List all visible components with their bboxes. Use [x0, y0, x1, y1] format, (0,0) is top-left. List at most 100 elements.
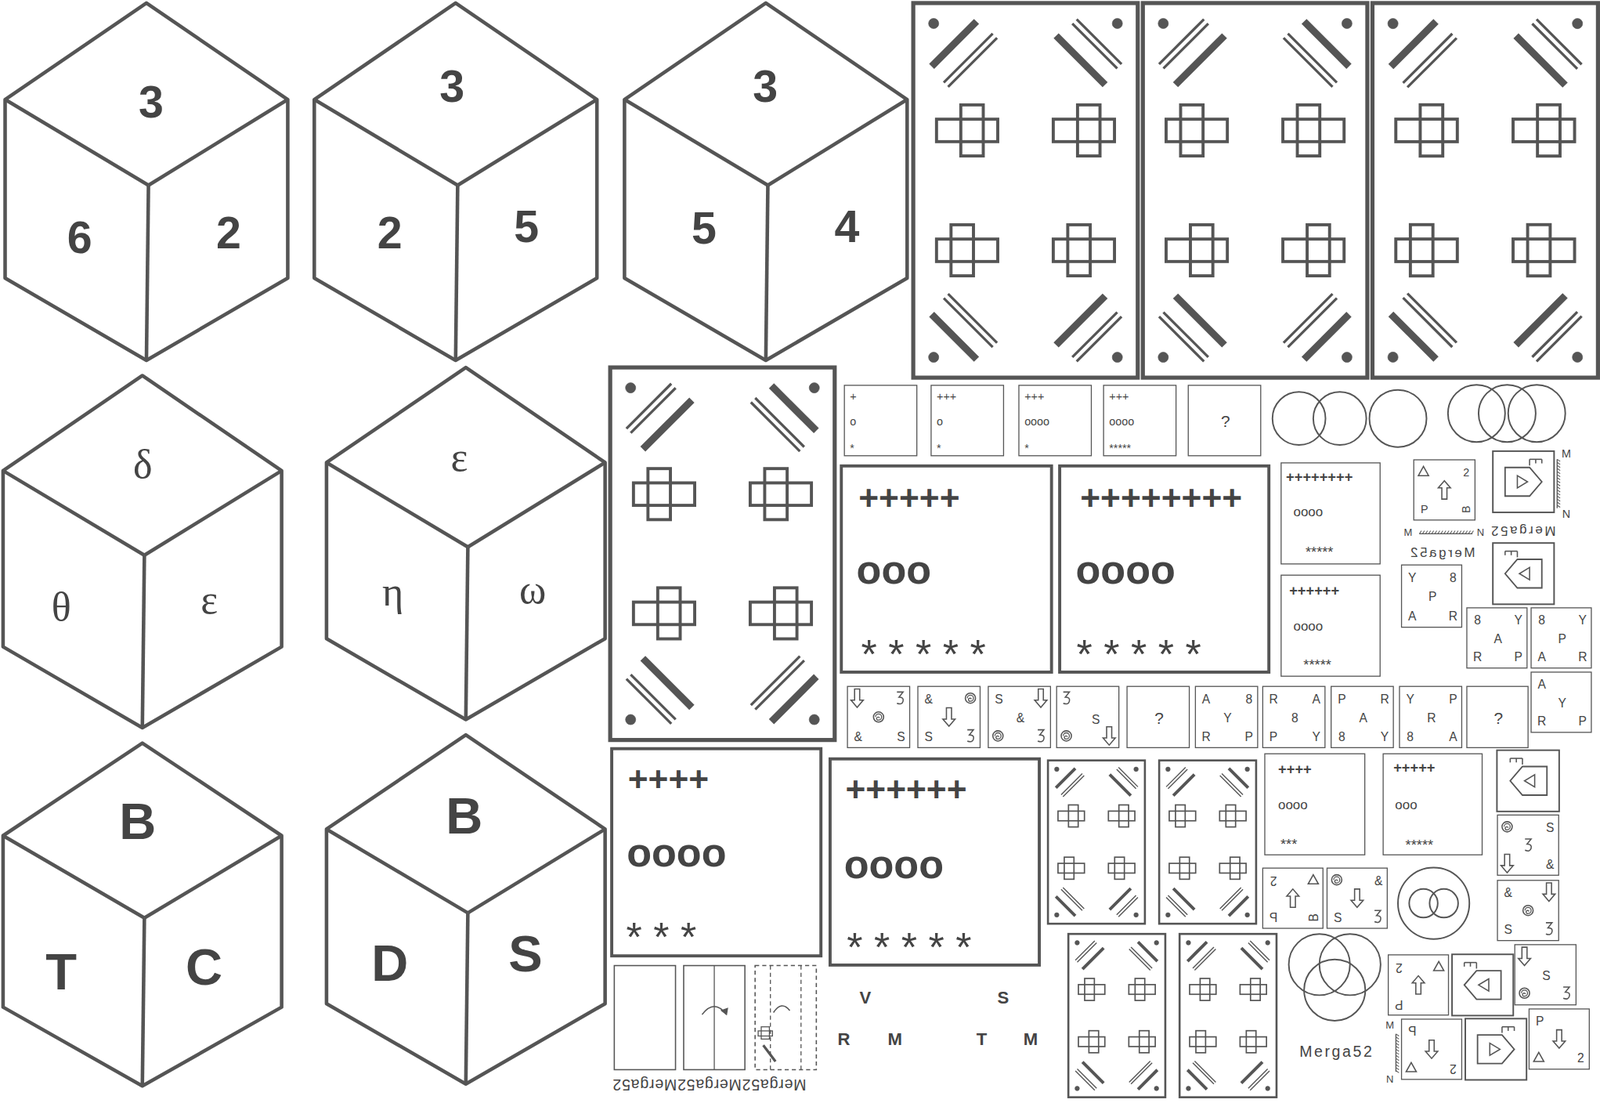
box-text: P — [1428, 590, 1437, 604]
frame — [1492, 542, 1554, 604]
box-text: 8 — [1538, 613, 1546, 627]
box-text: 8 — [1338, 730, 1346, 744]
house-symbol — [1505, 551, 1543, 589]
box-text: +++++ — [1393, 760, 1435, 775]
triangle-symbol — [1433, 960, 1445, 971]
box-text: P — [1578, 715, 1587, 728]
curl-symbol — [1063, 691, 1070, 704]
drawing — [1478, 978, 1489, 992]
box-text: ? — [1494, 709, 1504, 726]
line — [1194, 948, 1216, 970]
line — [771, 676, 817, 722]
circle — [1265, 1086, 1271, 1091]
box-text: +++++ — [858, 480, 960, 516]
frame — [1166, 119, 1228, 142]
face-label: B — [119, 795, 156, 847]
line — [1556, 502, 1561, 505]
spiral-symbol — [875, 713, 882, 720]
line — [1471, 530, 1474, 535]
line — [1507, 1026, 1510, 1031]
line — [1407, 38, 1457, 88]
line — [800, 965, 802, 1070]
frame — [1492, 451, 1554, 513]
line — [1556, 465, 1561, 468]
box-text: R — [1426, 711, 1436, 725]
letter-label: N — [1386, 1074, 1394, 1085]
drawing — [1516, 475, 1528, 488]
frame — [1108, 810, 1135, 820]
puzzle-box: ++++++oooo***** — [1280, 574, 1381, 677]
line — [1395, 1043, 1399, 1046]
house-symbol — [1477, 1026, 1515, 1064]
line — [1556, 483, 1561, 487]
line — [1055, 895, 1076, 916]
cube-edge — [3, 375, 282, 728]
puzzle-box: S — [1514, 943, 1577, 1005]
circle — [928, 352, 940, 363]
puzzle-box: RA8PY — [1262, 686, 1326, 748]
spiral-symbol — [967, 694, 974, 701]
letter-label: N — [1477, 527, 1485, 539]
circle — [1397, 866, 1470, 939]
frame — [1064, 856, 1074, 879]
frame — [633, 482, 695, 506]
circle — [1158, 18, 1169, 29]
cube-edge — [467, 828, 605, 913]
frame — [1395, 238, 1458, 262]
line — [943, 33, 994, 84]
arrow-head — [721, 1007, 728, 1015]
cube-edge — [5, 99, 149, 185]
box-text: S — [1545, 821, 1554, 835]
box-text: R — [1537, 715, 1546, 728]
box-text: R — [1379, 693, 1389, 706]
line — [1395, 1046, 1399, 1049]
frame — [1513, 119, 1575, 142]
circle — [1572, 351, 1583, 362]
face-label: 2 — [377, 209, 403, 255]
line — [1175, 296, 1225, 346]
circle — [1572, 18, 1583, 29]
box-text: S — [1333, 911, 1342, 925]
line — [1220, 775, 1242, 797]
frame — [1225, 804, 1236, 827]
circle — [1075, 940, 1080, 946]
box-text: S — [896, 730, 905, 744]
curl-symbol — [1545, 922, 1553, 935]
box-text: ++++ — [1278, 761, 1312, 776]
box-text: P — [1558, 632, 1567, 646]
circle — [1387, 18, 1398, 29]
box-text: Y — [1223, 711, 1232, 725]
frame — [1179, 933, 1277, 1097]
cube-edge — [148, 99, 289, 185]
puzzle-box: Y8PAR — [1401, 564, 1463, 629]
box-text: * * * * * — [846, 926, 972, 968]
line — [1082, 1061, 1104, 1084]
box-text: +++ — [1108, 391, 1129, 403]
drawing — [1477, 1034, 1515, 1063]
letter-label: M — [887, 1029, 902, 1048]
line — [1056, 36, 1106, 86]
box-text: P — [1535, 1014, 1544, 1028]
box-text: 2 — [1577, 1051, 1585, 1065]
cube-edge — [3, 470, 145, 556]
line — [1556, 489, 1561, 492]
circle — [1061, 730, 1072, 741]
face-label: C — [185, 942, 223, 994]
box-text: & — [854, 730, 863, 744]
face-label: θ — [51, 586, 72, 628]
box-text: P — [1514, 650, 1523, 664]
box-text: Y — [1408, 571, 1416, 585]
line — [1510, 551, 1513, 556]
puzzle-box: +o* — [844, 384, 918, 456]
box-text: S — [1542, 969, 1550, 983]
cube-edge — [146, 184, 149, 360]
frame — [1078, 984, 1106, 994]
box-text: 2 — [1449, 1061, 1457, 1075]
circle — [809, 714, 820, 725]
line — [1556, 486, 1561, 489]
frame — [1419, 104, 1443, 156]
box-text: oooo — [1024, 415, 1050, 427]
line — [1129, 1060, 1151, 1082]
circle — [1508, 384, 1566, 442]
puzzle-box: 2PB — [1262, 866, 1324, 929]
